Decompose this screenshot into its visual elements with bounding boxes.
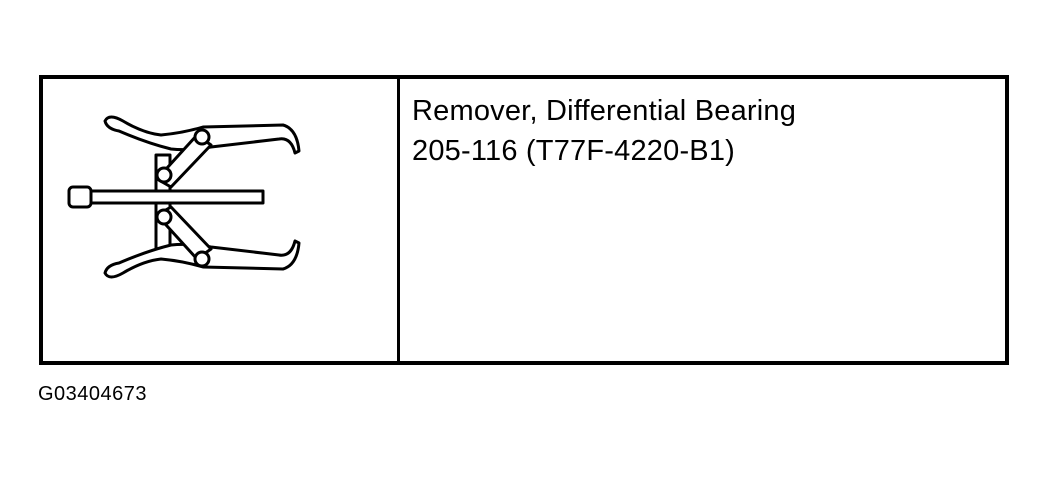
tool-part-number: 205-116 (T77F-4220-B1) [412,135,736,167]
tool-illustration-cell [43,79,400,361]
tool-table: Remover, Differential Bearing 205-116 (T… [39,75,1009,365]
bearing-puller-icon [67,115,301,279]
tool-description-cell: Remover, Differential Bearing 205-116 (T… [400,79,1005,361]
tool-name: Remover, Differential Bearing [412,95,797,127]
figure-id: G03404673 [38,383,148,405]
